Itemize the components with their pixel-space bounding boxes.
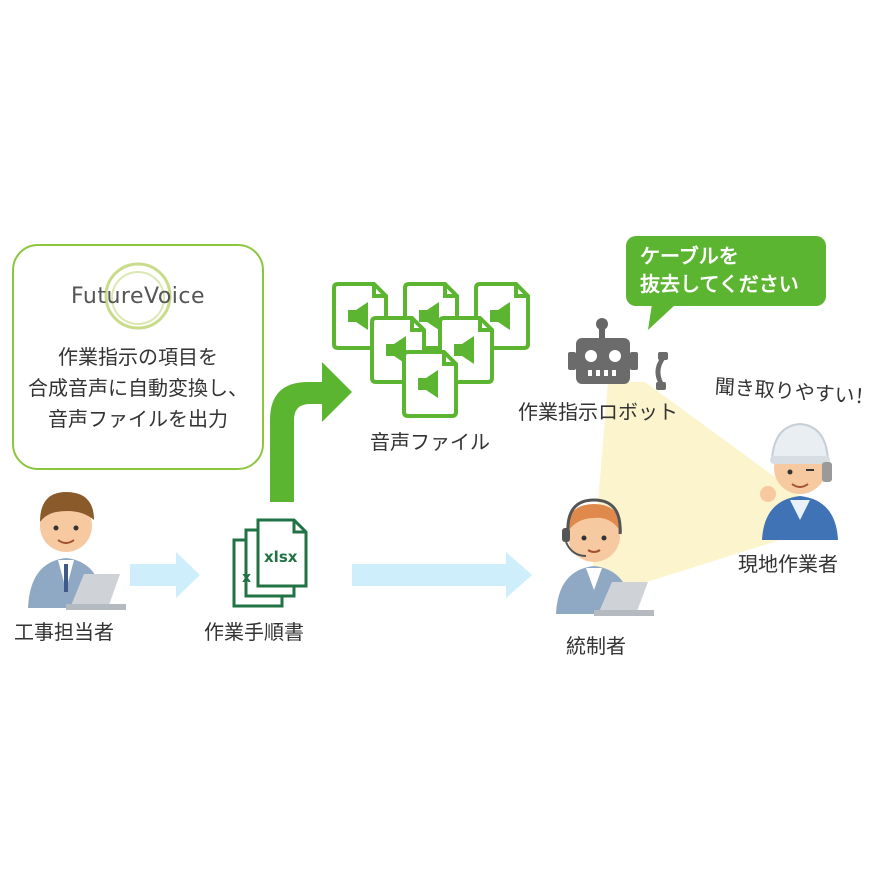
svg-text:x: x — [242, 570, 251, 586]
futurevoice-panel: FutureVoice 作業指示の項目を 合成音声に自動変換し、 音声ファイルを… — [12, 244, 264, 470]
robot-label: 作業指示ロボット — [518, 400, 678, 424]
procedure-label: 作業手順書 — [204, 620, 304, 644]
arrow-right-icon — [352, 552, 532, 598]
description-line-3: 音声ファイルを出力 — [48, 407, 228, 431]
field-worker-label: 現地作業者 — [738, 552, 838, 576]
speech-line-1: ケーブルを — [640, 244, 739, 268]
description-line-2: 合成音声に自動変換し、 — [28, 376, 248, 400]
description-text: 作業指示の項目を 合成音声に自動変換し、 音声ファイルを出力 — [14, 342, 262, 435]
construction-manager-label: 工事担当者 — [14, 620, 114, 644]
description-line-1: 作業指示の項目を — [58, 345, 218, 369]
audio-files-label: 音声ファイル — [370, 430, 490, 454]
speech-line-2: 抜去してください — [640, 272, 799, 296]
futurevoice-logo: FutureVoice — [70, 284, 206, 309]
xlsx-label: xlsx — [264, 548, 298, 566]
arrow-right-icon — [130, 552, 200, 598]
futurevoice-logo-rings — [104, 262, 172, 330]
controller-label: 統制者 — [566, 634, 626, 658]
speech-bubble: ケーブルを 抜去してください — [626, 236, 826, 306]
